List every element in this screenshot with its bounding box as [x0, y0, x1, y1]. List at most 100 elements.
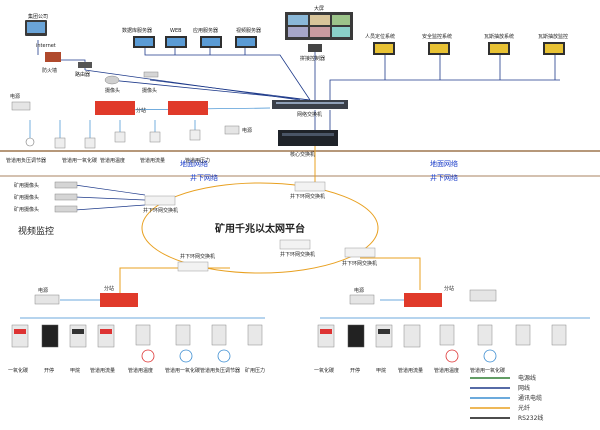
- bottom-left-sensors: [11, 324, 263, 363]
- camera-label-b: 矿用摄像头: [14, 194, 39, 201]
- station-2: 安全监控系统: [422, 33, 452, 55]
- firewall: 防火墙: [42, 52, 61, 74]
- bottom-left-group: 电源 分站 一氧化碳 开停 甲烷 管道用流量 管道用温度 管道用一氧化碳 管道用…: [8, 285, 265, 374]
- bl-sensor-label-7: 管道用负压调节器: [200, 367, 240, 374]
- br-sensor-label-6: 管道用一氧化碳: [470, 367, 505, 374]
- server-3: 应用服务器: [193, 27, 222, 48]
- camera-icon: [54, 181, 78, 189]
- server-label-4: 视频服务器: [236, 27, 261, 34]
- flow-sensor-icon: [97, 324, 115, 348]
- video-monitor-label: 视频监控: [18, 225, 54, 237]
- ground-label-right-down: 井下网络: [430, 173, 458, 182]
- bl-sensor-label-8: 矿用压力: [245, 367, 265, 374]
- controller-icon: [308, 44, 322, 52]
- bullet-camera-icon: [143, 71, 159, 78]
- bottom-right-group: 电源 分站 一氧化碳 开停 甲烷 管道用流量 管道用温度 管道用一氧化碳: [314, 285, 567, 374]
- station-label-3: 瓦斯抽放系统: [484, 33, 514, 40]
- router-icon: [78, 62, 92, 68]
- group-company: 集团公司 internet: [25, 13, 56, 49]
- firewall-icon: [45, 52, 61, 62]
- substation-box-icon-2: [168, 101, 208, 115]
- station-label-1: 人员定位系统: [365, 33, 395, 40]
- bottom-right-substation-label: 分站: [444, 285, 454, 292]
- probe-cable-icon: [483, 349, 497, 363]
- pressure-gauge-icon: [25, 137, 35, 147]
- temp-sensor-icon: [135, 324, 151, 346]
- left-upper-power2-label: 电源: [242, 127, 252, 134]
- left-upper-power-label: 电源: [10, 93, 20, 100]
- probe-cable-icon: [141, 349, 155, 363]
- legend-label-comm: 通讯电缆: [518, 394, 542, 402]
- big-screen: 大屏: [285, 5, 353, 40]
- probe-cable-icon: [445, 349, 459, 363]
- screen-controller-label: 拼接控制器: [300, 55, 325, 62]
- ethernet-ring: 矿用千兆以太网平台 井下环网交换机 井下环网交换机 井下环网交换机 井下环网交换…: [143, 181, 377, 272]
- probe-cable-icon: [217, 349, 231, 363]
- upper-sensor-label-1: 管道用负压调节器: [6, 157, 46, 164]
- camera-label-a: 矿用摄像头: [14, 182, 39, 189]
- left-upper-group: 电源 分站 电源 管道用负压调节器 管道用一氧化碳 管道用温度 管道用流量 管道…: [6, 93, 252, 164]
- co-sensor-icon: [317, 324, 335, 348]
- br-sensor-label-5: 管道用温度: [434, 367, 459, 374]
- co-pipe-sensor-icon: [477, 324, 493, 346]
- station-4: 瓦斯抽放监控: [538, 33, 568, 55]
- camera-icon: [54, 205, 78, 213]
- pressure-reg-sensor-icon: [211, 324, 227, 346]
- ring-switch-label-3: 井下环网交换机: [180, 253, 215, 260]
- bottom-left-power-label: 电源: [38, 287, 48, 294]
- ground-divider: 地面网络 井下网络 地面网络 井下网络: [0, 150, 600, 182]
- switch-icon: [272, 100, 348, 109]
- camera-top-2: 摄像头: [142, 71, 159, 94]
- legend-label-network: 网线: [518, 384, 530, 392]
- bl-sensor-label-3: 甲烷: [70, 367, 80, 374]
- bl-sensor-label-4: 管道用流量: [90, 367, 115, 374]
- power-box-icon: [349, 294, 375, 305]
- ring-switch-label-1: 井下环网交换机: [143, 207, 178, 214]
- sensor-icon: [149, 131, 161, 143]
- station-label-4: 瓦斯抽放监控: [538, 33, 568, 40]
- upper-sensor-label-3: 管道用温度: [100, 157, 125, 164]
- pressure-sensor-icon: [247, 324, 263, 346]
- server-label-2: WEB: [170, 28, 182, 34]
- sensor-icon: [551, 324, 567, 346]
- methane-sensor-icon: [375, 324, 393, 348]
- network-switch-label: 网络交换机: [297, 111, 322, 118]
- mine-cameras: 矿用摄像头 矿用摄像头 矿用摄像头 视频监控: [14, 181, 78, 237]
- ring-switch-icon: [177, 261, 209, 272]
- dome-camera-icon: [104, 75, 120, 85]
- camera-label-c: 矿用摄像头: [14, 206, 39, 213]
- camera-label-1: 摄像头: [105, 87, 120, 94]
- co-pipe-sensor-icon: [175, 324, 191, 346]
- upper-sensor-label-2: 管道用一氧化碳: [62, 157, 97, 164]
- bl-sensor-label-2: 开停: [44, 367, 54, 374]
- station-3: 瓦斯抽放系统: [484, 33, 514, 55]
- legend-label-power: 电源线: [518, 374, 536, 382]
- legend-label-fiber: 光纤: [518, 404, 530, 412]
- sensor-icon: [189, 129, 201, 141]
- co-sensor-icon: [11, 324, 29, 348]
- ring-title: 矿用千兆以太网平台: [215, 222, 305, 235]
- server-label-3: 应用服务器: [193, 27, 218, 34]
- internet-label: internet: [36, 43, 56, 49]
- flow-sensor-icon: [403, 324, 421, 348]
- ring-switch-icon: [144, 195, 176, 206]
- methane-sensor-icon: [69, 324, 87, 348]
- core-switch-label: 核心交换机: [290, 151, 315, 158]
- substation-box-icon: [404, 293, 442, 307]
- ground-label-right: 地面网络: [430, 159, 458, 168]
- server-label-1: 数据库服务器: [122, 27, 152, 34]
- server-2: WEB: [165, 28, 187, 48]
- on-off-sensor-icon: [347, 324, 365, 348]
- network-switch: 网络交换机: [272, 100, 348, 118]
- sensor-icon: [515, 324, 531, 346]
- server-row: 数据库服务器 WEB 应用服务器 视频服务器: [122, 27, 261, 48]
- firewall-label: 防火墙: [42, 67, 57, 74]
- station-row: 人员定位系统 安全监控系统 瓦斯抽放系统 瓦斯抽放监控: [365, 33, 568, 55]
- big-screen-label: 大屏: [314, 5, 324, 12]
- ring-switch-label-4: 井下环网交换机: [280, 251, 315, 258]
- screen-controller: 拼接控制器: [300, 44, 325, 62]
- ground-label-left: 地面网络: [180, 159, 208, 168]
- on-off-sensor-icon: [41, 324, 59, 348]
